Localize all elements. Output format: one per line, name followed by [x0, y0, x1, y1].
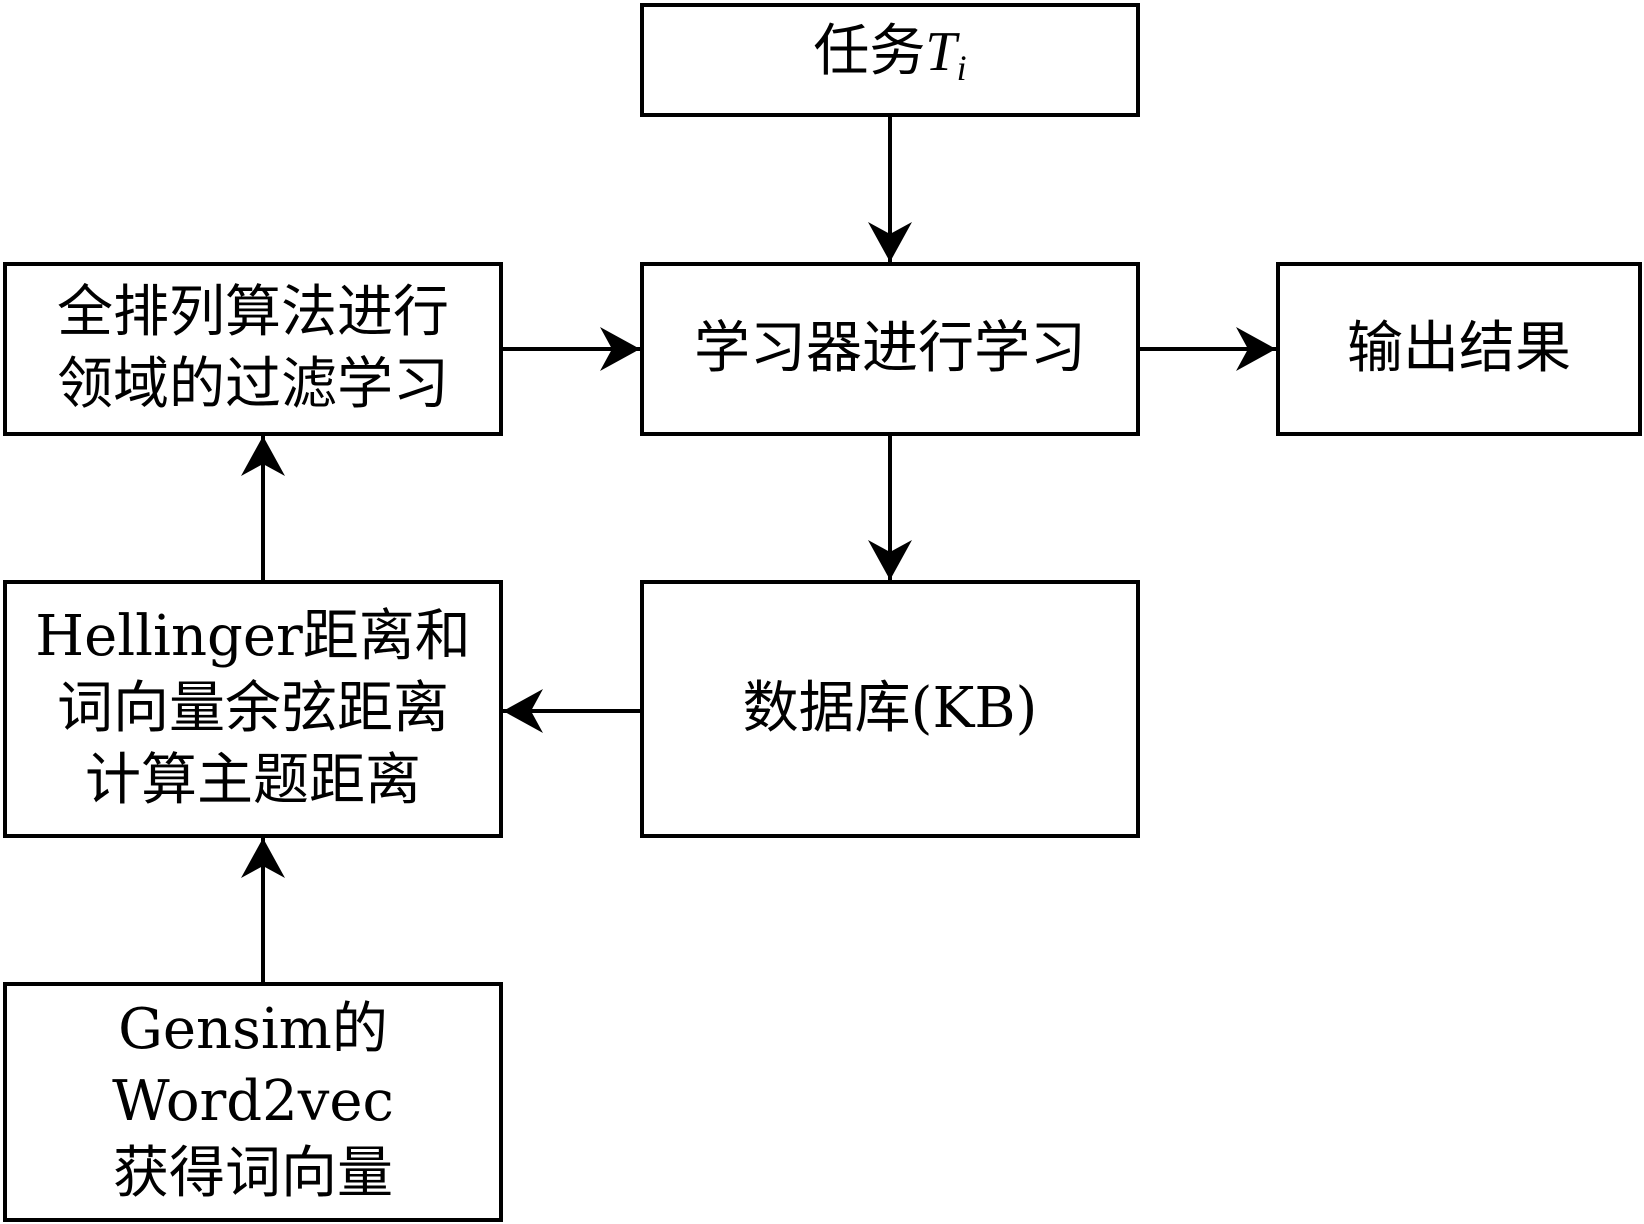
- gensim-label-line-3: 获得词向量: [113, 1141, 393, 1206]
- filter-label-line-2: 领域的过滤学习: [57, 352, 449, 417]
- learner-label: 学习器进行学习: [694, 316, 1086, 381]
- filter-label-line-1: 全排列算法进行: [57, 280, 449, 345]
- database-label: 数据库(KB): [742, 676, 1038, 741]
- output-node: 输出结果: [1276, 262, 1642, 436]
- task-var-name: T: [925, 21, 957, 83]
- filter-node: 全排列算法进行 领域的过滤学习: [3, 262, 503, 436]
- distance-label-line-2: 词向量余弦距离: [57, 676, 449, 741]
- gensim-label-line-2: Word2vec: [112, 1069, 394, 1134]
- learner-node: 学习器进行学习: [640, 262, 1140, 436]
- database-node: 数据库(KB): [640, 580, 1140, 838]
- task-var-subscript: i: [956, 48, 967, 88]
- output-label: 输出结果: [1347, 316, 1571, 381]
- distance-label-line-3: 计算主题距离: [85, 748, 421, 813]
- distance-label-line-1: Hellinger距离和: [35, 604, 471, 669]
- distance-node: Hellinger距离和 词向量余弦距离 计算主题距离: [3, 580, 503, 838]
- task-label: 任务Ti: [813, 16, 966, 104]
- gensim-label-line-1: Gensim的: [118, 997, 388, 1062]
- gensim-node: Gensim的 Word2vec 获得词向量: [3, 982, 503, 1222]
- task-text: 任务: [813, 19, 926, 84]
- task-variable: Ti: [925, 21, 966, 88]
- task-node: 任务Ti: [640, 3, 1140, 117]
